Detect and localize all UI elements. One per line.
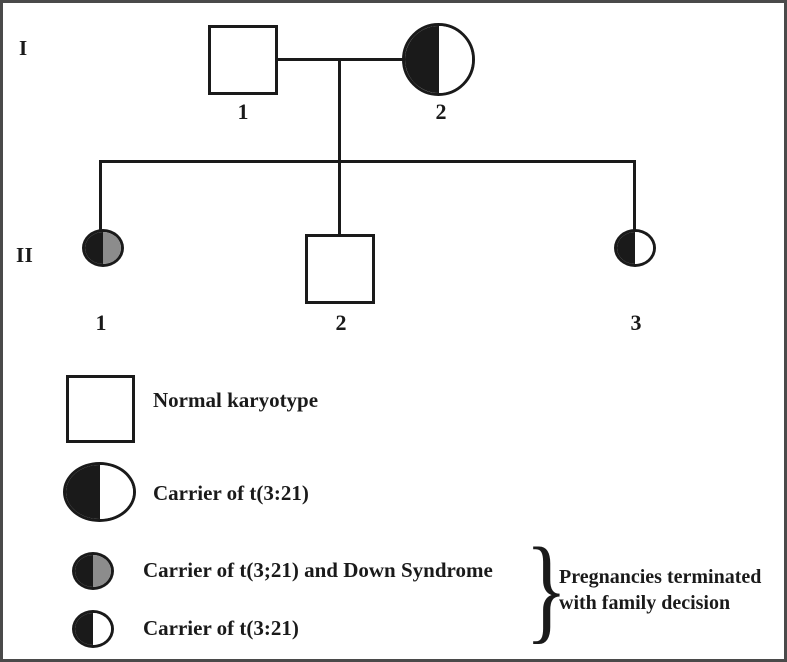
- legend-label-carrier-small: Carrier of t(3:21): [143, 616, 299, 640]
- sibling-drop-line-1: [99, 160, 102, 237]
- individual-II-3-fill-right: [635, 232, 653, 264]
- individual-I-1-square: [208, 25, 278, 95]
- individual-I-2-circle: [402, 23, 475, 96]
- individual-I-2-fill-left: [405, 26, 439, 93]
- legend-symbol-carrier-big-fill-left: [66, 465, 100, 519]
- brace-note-line-1: Pregnancies terminated: [559, 566, 762, 588]
- individual-II-3-circle: [614, 229, 656, 267]
- generation-label-I: I: [19, 36, 28, 60]
- generation-label-II: II: [16, 243, 34, 267]
- legend-symbol-carrier-down: [72, 552, 114, 590]
- legend-symbol-carrier-small-fill-left: [75, 613, 93, 645]
- sibling-drop-line-3: [633, 160, 636, 237]
- individual-II-2-square: [305, 234, 375, 304]
- legend-label-normal-karyotype: Normal karyotype: [153, 388, 319, 412]
- legend-label-carrier-down: Carrier of t(3;21) and Down Syndrome: [143, 558, 493, 582]
- legend-symbol-carrier-small: [72, 610, 114, 648]
- individual-II-1-circle: [82, 229, 124, 267]
- sibling-drop-line-2: [338, 160, 341, 235]
- individual-II-3-fill-left: [617, 232, 635, 264]
- legend-symbol-carrier-big-fill-right: [99, 465, 133, 519]
- individual-II-1-id: 1: [95, 310, 107, 335]
- individual-II-1-fill-right: [103, 232, 121, 264]
- grouping-brace: }: [525, 523, 568, 654]
- individual-I-2-id: 2: [435, 99, 447, 124]
- legend-symbol-carrier-small-fill-right: [93, 613, 111, 645]
- brace-note-line-2: with family decision: [559, 592, 731, 614]
- individual-II-1-fill-left: [85, 232, 103, 264]
- legend-symbol-normal-karyotype: [66, 375, 135, 443]
- legend-label-carrier-big: Carrier of t(3:21): [153, 481, 309, 505]
- legend-symbol-carrier-big: [63, 462, 136, 522]
- individual-II-2-id: 2: [335, 310, 347, 335]
- individual-I-2-fill-right: [438, 26, 472, 93]
- descent-line: [338, 58, 341, 162]
- individual-II-3-id: 3: [630, 310, 642, 335]
- legend-symbol-carrier-down-fill-right: [93, 555, 111, 587]
- sibship-line: [99, 160, 636, 163]
- individual-I-1-id: 1: [237, 99, 249, 124]
- legend-symbol-carrier-down-fill-left: [75, 555, 93, 587]
